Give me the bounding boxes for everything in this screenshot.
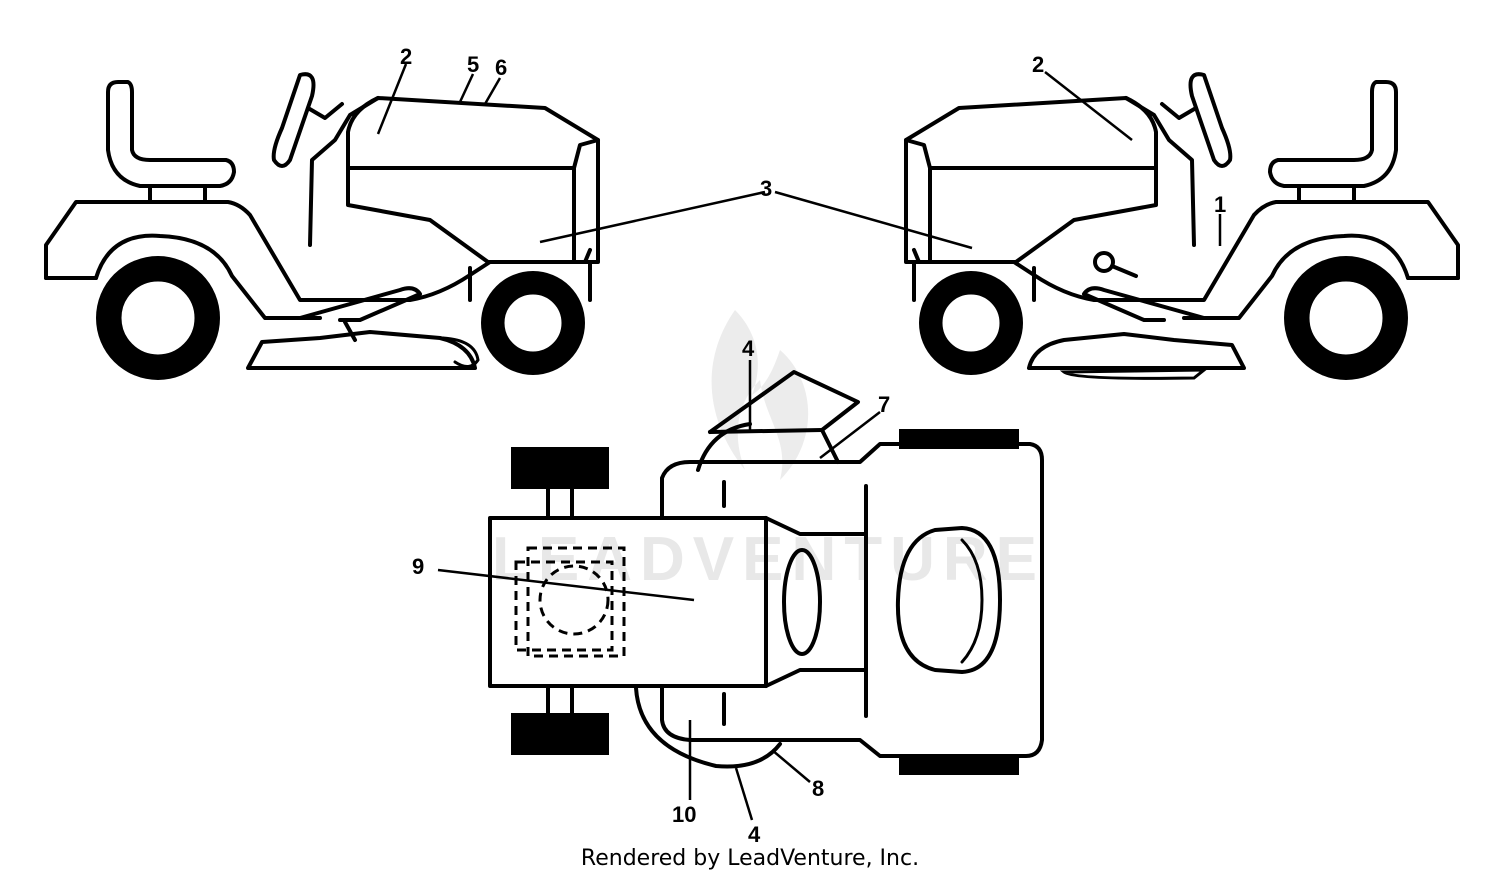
credit-line: Rendered by LeadVenture, Inc. [580, 846, 920, 871]
callout-5: 5 [467, 52, 479, 77]
callout-1: 1 [1214, 192, 1226, 217]
callout-2-right: 2 [1032, 52, 1044, 77]
tractor-left-side-view: 2 5 6 3 [44, 44, 772, 380]
callout-9: 9 [412, 554, 424, 579]
front-tire-top [511, 447, 609, 489]
callout-4-top: 4 [742, 336, 755, 361]
watermark-flame-icon [711, 310, 809, 480]
callout-6: 6 [495, 55, 507, 80]
watermark-text: LEADVENTURE [492, 525, 1045, 594]
front-tire-bottom [511, 713, 609, 755]
callout-2-left: 2 [400, 44, 412, 69]
callout-7: 7 [878, 392, 890, 417]
callout-8: 8 [812, 776, 824, 801]
callout-10: 10 [672, 802, 696, 827]
tractor-top-view: 4 7 9 8 10 4 [412, 336, 1044, 847]
callout-3: 3 [760, 176, 772, 201]
tractor-right-side-view: 2 1 [774, 52, 1460, 380]
callout-4-bottom: 4 [748, 822, 761, 847]
